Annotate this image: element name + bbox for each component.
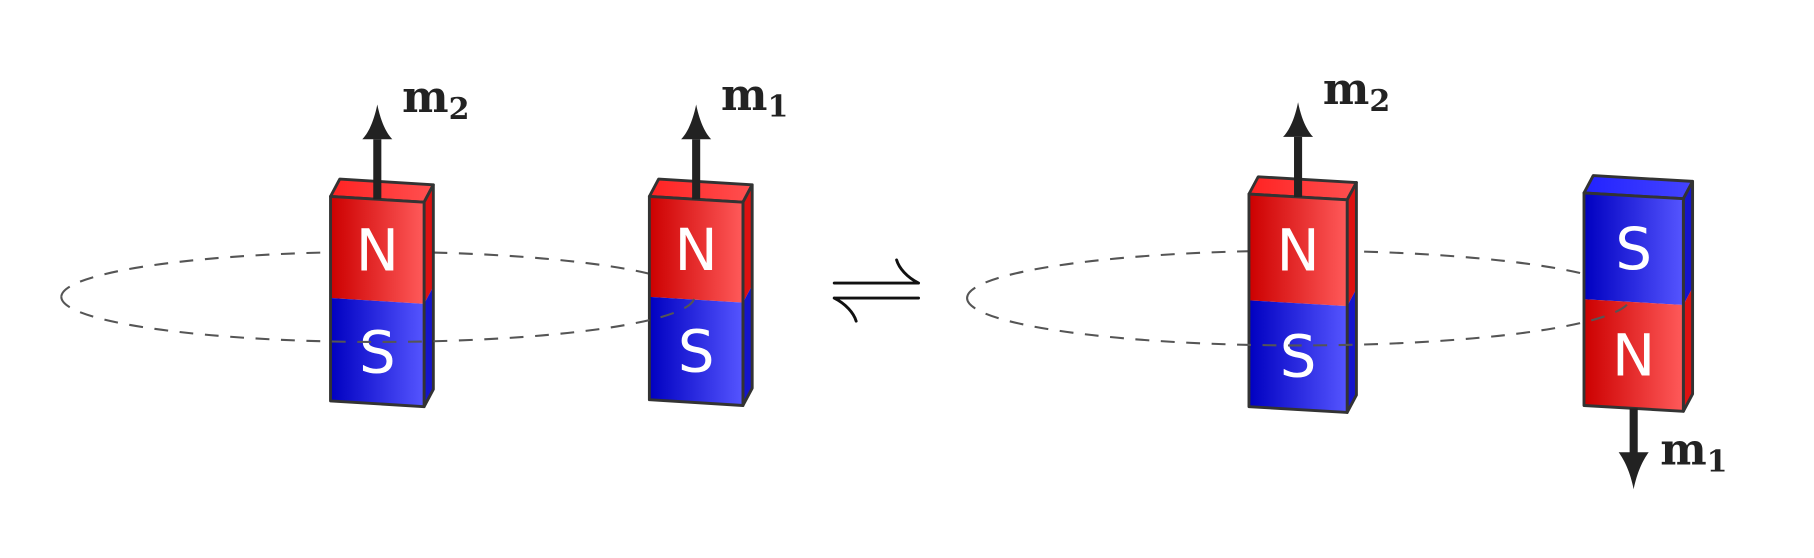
- magnet-side-lower: [1347, 288, 1357, 413]
- moment-arrow-up-icon: [681, 104, 712, 200]
- magnet-lower-half: [1248, 300, 1348, 413]
- magnet-side-upper: [1347, 182, 1357, 307]
- magnet-side-lower: [424, 286, 434, 407]
- magnet-side-lower: [1683, 287, 1693, 412]
- pole-label-top: S: [1615, 215, 1652, 283]
- magnet-upper-half: [1248, 194, 1348, 307]
- orbit-right-front: [966, 298, 1632, 347]
- magnet-lower-half: [1583, 299, 1684, 412]
- magnet-side-upper: [742, 184, 753, 303]
- magnet-upper-half: [649, 196, 743, 303]
- magnet-lower-half: [649, 296, 743, 406]
- moment-label-m1: m1: [721, 70, 788, 125]
- pole-label-bottom: S: [1280, 323, 1317, 391]
- moment-arrow-up-icon: [362, 104, 393, 200]
- pole-label-bottom: S: [678, 317, 715, 385]
- magnet-lower-half: [330, 298, 425, 407]
- moment-arrow-down-icon: [1618, 408, 1649, 490]
- magnet-side-upper: [424, 184, 434, 304]
- equilibrium-arrows-icon: [832, 258, 920, 323]
- moment-arrow-up-icon: [1283, 102, 1314, 197]
- pole-label-bottom: N: [1612, 321, 1655, 389]
- pole-label-top: N: [675, 216, 718, 284]
- moment-label-m2: m2: [402, 72, 469, 127]
- magnet-side-upper: [1683, 181, 1693, 305]
- magnet-side-lower: [742, 285, 753, 406]
- magnet-upper-half: [1583, 192, 1684, 305]
- moment-label-m1: m1: [1660, 424, 1727, 479]
- pole-label-bottom: S: [359, 319, 396, 387]
- moment-label-m2: m2: [1323, 64, 1390, 119]
- pole-label-top: N: [356, 216, 399, 284]
- magnet-upper-half: [330, 196, 425, 304]
- pole-label-top: N: [1276, 216, 1319, 284]
